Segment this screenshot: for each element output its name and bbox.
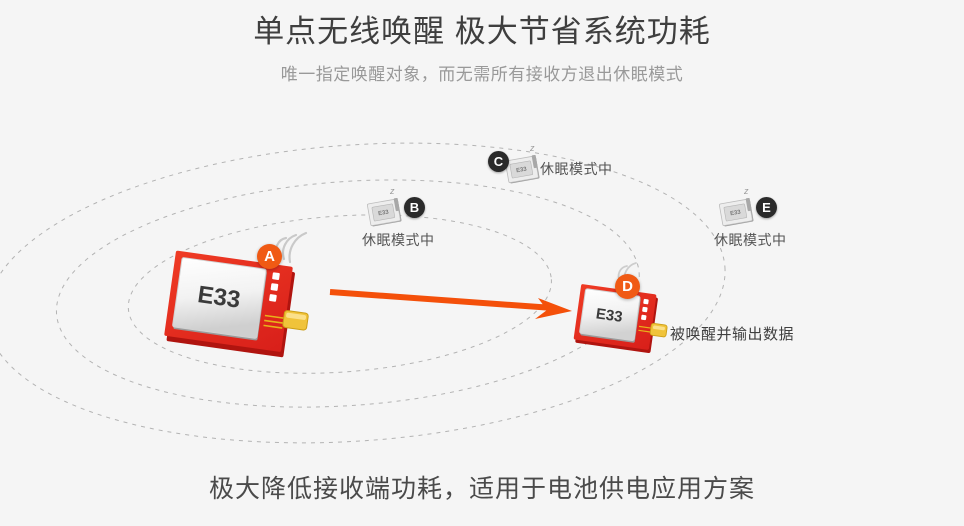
node-b-badge[interactable]: B — [404, 197, 425, 218]
node-e-sleep-marker: z — [744, 186, 749, 196]
node-e-badge[interactable]: E — [756, 197, 777, 218]
node-c-badge[interactable]: C — [488, 151, 509, 172]
node-e-label: 休眠模式中 — [714, 232, 787, 248]
module-a-chip-label: E33 — [196, 281, 242, 314]
module-c-board: E33 — [505, 155, 540, 184]
ring-outer — [0, 142, 726, 444]
node-c-label: 休眠模式中 — [540, 161, 613, 177]
module-d-chip-label: E33 — [595, 305, 624, 326]
coverage-rings — [0, 142, 726, 444]
svg-text:E33: E33 — [516, 166, 528, 174]
node-d-label: 被唤醒并输出数据 — [670, 326, 795, 343]
page-title: 单点无线唤醒 极大节省系统功耗 — [253, 14, 711, 49]
module-a-board: E33 — [164, 250, 309, 358]
module-b-board: E33 — [367, 198, 402, 227]
module-d-board: E33 — [573, 284, 668, 353]
node-b-label: 休眠模式中 — [362, 232, 435, 248]
node-d-badge[interactable]: D — [615, 274, 640, 299]
node-c-sleep-marker: z — [530, 143, 535, 153]
module-e-board: E33 — [719, 198, 754, 227]
diagram-stage: E33 A — [0, 120, 964, 450]
node-a-badge[interactable]: A — [257, 244, 282, 269]
footer-caption: 极大降低接收端功耗，适用于电池供电应用方案 — [208, 475, 755, 503]
svg-text:E33: E33 — [730, 209, 742, 217]
wakeup-arrow — [329, 289, 572, 319]
page-subtitle: 唯一指定唤醒对象，而无需所有接收方退出休眠模式 — [280, 65, 684, 84]
node-b-sleep-marker: z — [390, 186, 395, 196]
ring-middle — [55, 179, 640, 408]
svg-text:E33: E33 — [378, 209, 390, 217]
